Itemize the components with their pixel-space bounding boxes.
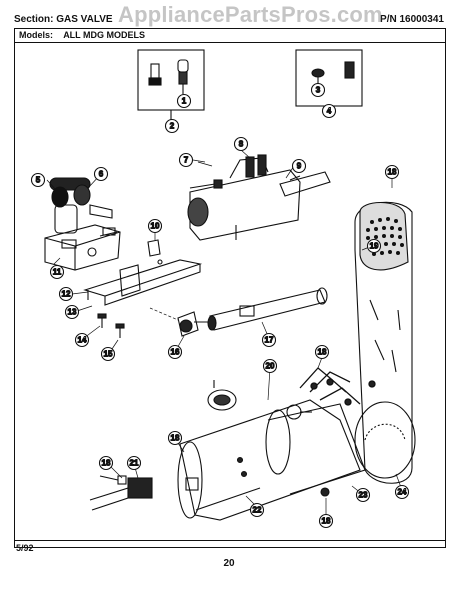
section-title: Section: GAS VALVE <box>14 14 113 25</box>
wiring <box>299 367 376 406</box>
svg-text:19: 19 <box>370 242 379 251</box>
models-value: ALL MDG MODELS <box>63 30 146 40</box>
svg-text:20: 20 <box>266 362 275 371</box>
callout-23: 23 <box>355 487 371 503</box>
callout-14: 14 <box>74 332 90 348</box>
svg-text:8: 8 <box>239 140 244 149</box>
page-number: 20 <box>223 558 235 569</box>
screws-14-15 <box>97 313 125 338</box>
callout-12: 12 <box>58 286 74 302</box>
inset-box-part-1 <box>137 49 205 111</box>
callout-20: 20 <box>262 358 278 374</box>
callouts: 1 2 3 4 5 6 7 8 9 10 11 12 13 14 15 16 1… <box>30 82 410 529</box>
svg-text:17: 17 <box>265 336 274 345</box>
callout-10: 10 <box>147 218 163 234</box>
section-label: Section: <box>14 14 54 25</box>
models-bar: Models: ALL MDG MODELS <box>15 29 445 43</box>
svg-text:18: 18 <box>322 517 331 526</box>
connector-part-21 <box>89 475 153 511</box>
callout-6: 6 <box>93 166 109 182</box>
callout-19: 19 <box>366 238 382 254</box>
svg-text:24: 24 <box>398 488 407 497</box>
svg-text:15: 15 <box>104 350 113 359</box>
callout-7: 7 <box>178 152 194 168</box>
part-number: P/N 16000341 <box>380 14 444 25</box>
callout-5: 5 <box>30 172 46 188</box>
part-3-fitting <box>311 61 355 85</box>
combustion-chamber <box>177 399 366 521</box>
svg-text:6: 6 <box>99 170 104 179</box>
svg-text:12: 12 <box>62 290 71 299</box>
callout-22: 22 <box>249 502 265 518</box>
callout-18e: 18 <box>318 513 334 529</box>
callout-3: 3 <box>310 82 326 98</box>
svg-text:4: 4 <box>327 107 332 116</box>
svg-text:23: 23 <box>359 491 368 500</box>
page-header: Section: GAS VALVE P/N 16000341 <box>14 14 446 28</box>
svg-text:22: 22 <box>253 506 262 515</box>
burner-housing <box>354 201 416 484</box>
callout-18d: 18 <box>98 455 114 471</box>
callout-11: 11 <box>49 264 65 280</box>
part-1-fitting <box>148 59 189 94</box>
thermostat-part-20 <box>207 380 312 420</box>
section-value: GAS VALVE <box>56 14 113 25</box>
svg-text:5: 5 <box>36 176 41 185</box>
svg-text:2: 2 <box>170 122 175 131</box>
svg-text:18: 18 <box>388 168 397 177</box>
svg-text:3: 3 <box>316 86 321 95</box>
svg-text:18: 18 <box>171 434 180 443</box>
callout-24: 24 <box>394 484 410 500</box>
diagram-frame: Models: ALL MDG MODELS <box>14 28 446 548</box>
part-10-clip <box>147 239 161 257</box>
burner-tube <box>207 287 328 331</box>
valve-coil-assembly <box>187 154 331 241</box>
models-label: Models: <box>19 30 54 40</box>
callout-15: 15 <box>100 346 116 362</box>
callout-18b: 18 <box>314 344 330 360</box>
callout-21: 21 <box>126 455 142 471</box>
svg-text:18: 18 <box>318 348 327 357</box>
callout-17: 17 <box>261 332 277 348</box>
gas-valve-assembly <box>44 177 121 271</box>
callout-18: 18 <box>384 164 400 180</box>
svg-text:18: 18 <box>102 459 111 468</box>
svg-text:16: 16 <box>171 348 180 357</box>
svg-text:1: 1 <box>182 97 187 106</box>
callout-16: 16 <box>167 344 183 360</box>
svg-text:14: 14 <box>78 336 87 345</box>
svg-text:9: 9 <box>297 162 302 171</box>
callout-18c: 18 <box>167 430 183 446</box>
watermark: AppliancePartsPros.com <box>118 2 383 27</box>
svg-text:7: 7 <box>184 156 189 165</box>
revision-date: 5/92 <box>16 543 34 553</box>
callout-4: 4 <box>321 103 337 119</box>
manifold-bracket <box>83 259 203 306</box>
footer-bar: 5/92 <box>14 540 446 555</box>
callout-9: 9 <box>291 158 307 174</box>
svg-text:13: 13 <box>68 308 77 317</box>
callout-2: 2 <box>164 118 180 134</box>
callout-13: 13 <box>64 304 80 320</box>
pn-label: P/N <box>380 14 397 25</box>
svg-text:11: 11 <box>53 268 62 277</box>
callout-1: 1 <box>176 93 192 109</box>
svg-text:21: 21 <box>130 459 139 468</box>
callout-8: 8 <box>233 136 249 152</box>
pn-value: 16000341 <box>399 14 445 25</box>
svg-text:10: 10 <box>151 222 160 231</box>
